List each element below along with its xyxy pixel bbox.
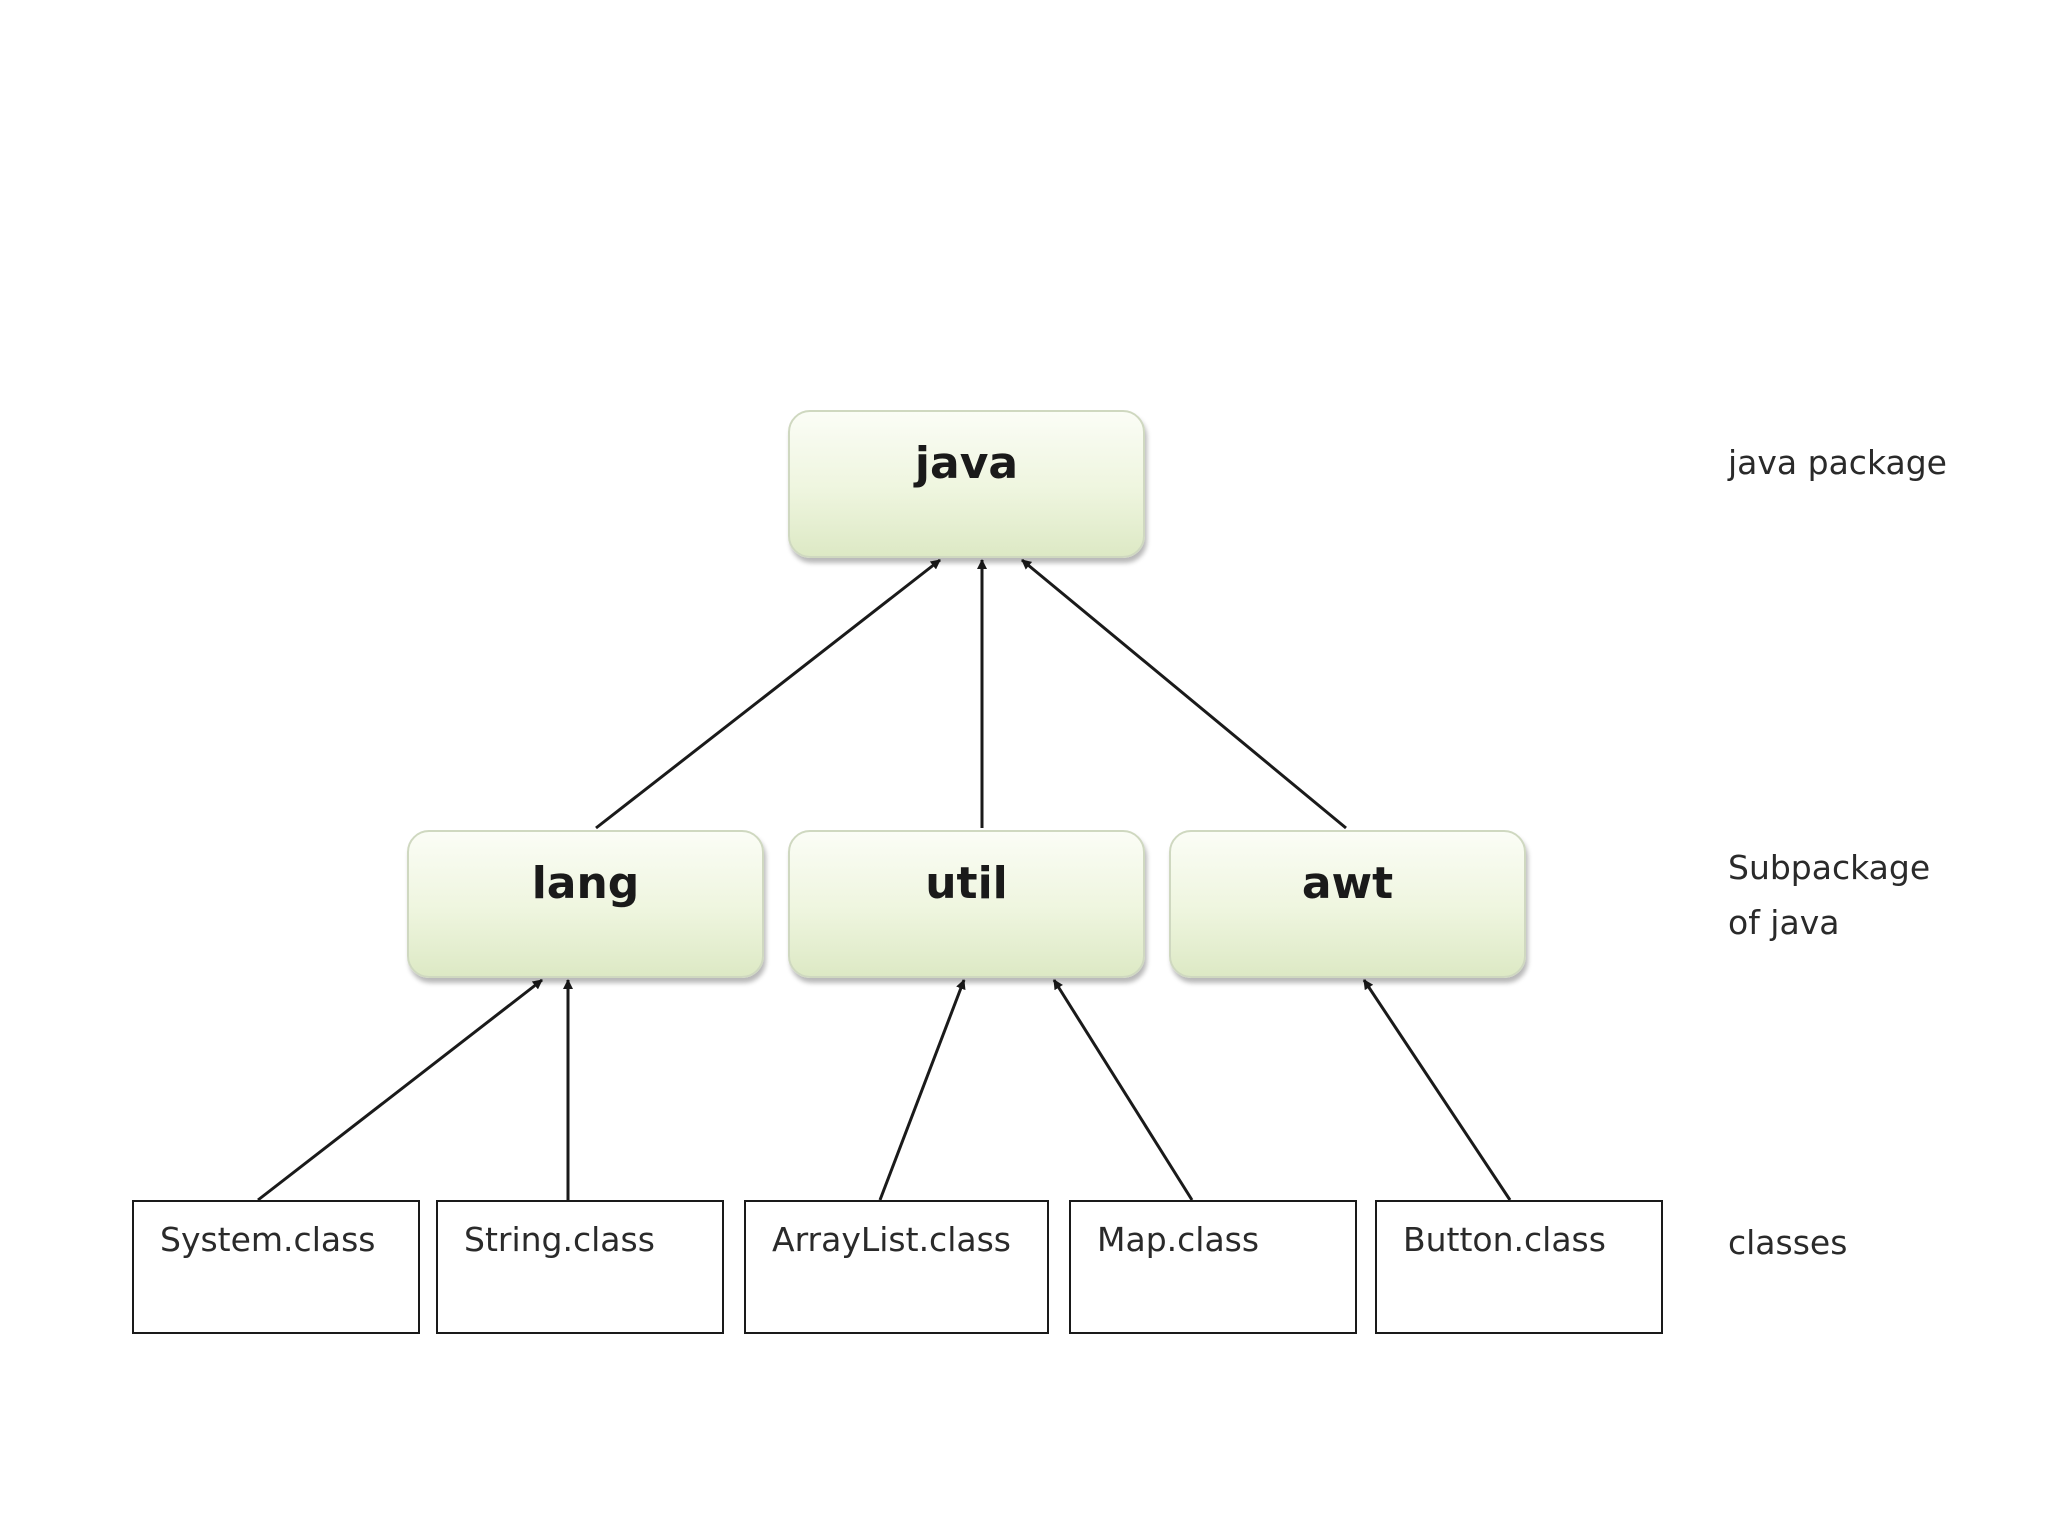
edge-map-to-util	[1052, 979, 1194, 1201]
edge-system-to-lang	[257, 978, 543, 1202]
subpackage-lang: lang	[407, 830, 764, 978]
subpackage-lang-label: lang	[531, 858, 640, 909]
class-system-label: System.class	[160, 1220, 376, 1259]
package-java: java	[788, 410, 1145, 558]
edge-awt-to-java	[1021, 558, 1347, 830]
level-label-java-package: java package	[1728, 443, 1947, 482]
class-system: System.class	[132, 1200, 420, 1334]
class-string-label: String.class	[464, 1220, 655, 1259]
level-label-subpackage-line2: of java	[1728, 903, 1840, 942]
class-button-label: Button.class	[1403, 1220, 1606, 1259]
edge-button-to-awt	[1362, 979, 1512, 1201]
class-arraylist-label: ArrayList.class	[772, 1220, 1011, 1259]
class-arraylist: ArrayList.class	[744, 1200, 1049, 1334]
class-button: Button.class	[1375, 1200, 1663, 1334]
subpackage-awt-label: awt	[1301, 858, 1394, 909]
class-map: Map.class	[1069, 1200, 1357, 1334]
subpackage-util: util	[788, 830, 1145, 978]
package-java-label: java	[914, 438, 1019, 489]
level-label-classes: classes	[1728, 1223, 1848, 1262]
level-label-subpackage-line1: Subpackage	[1728, 848, 1931, 887]
subpackage-awt: awt	[1169, 830, 1526, 978]
edge-arraylist-to-util	[878, 979, 966, 1201]
class-map-label: Map.class	[1097, 1220, 1260, 1259]
class-string: String.class	[436, 1200, 724, 1334]
edge-lang-to-java	[595, 558, 941, 830]
subpackage-util-label: util	[925, 858, 1008, 909]
